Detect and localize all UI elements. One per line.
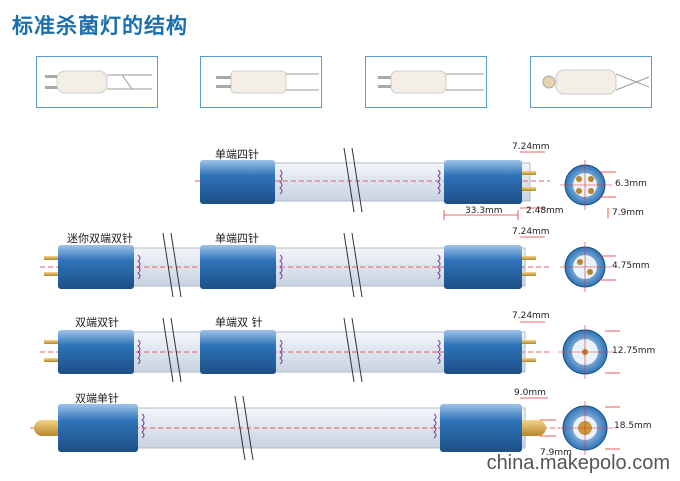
lamp-row-1 (195, 147, 616, 220)
row-1-dim-pin-gap: 2.48mm (526, 206, 564, 216)
lamp-row-4 (30, 395, 620, 461)
row-2-dim-length: 7.24mm (512, 227, 550, 237)
row-2-type-label-left: 迷你双端双针 (67, 232, 133, 245)
page-title: 标准杀菌灯的结构 (12, 14, 188, 38)
row-1-type-label: 单端四针 (215, 148, 259, 161)
row-3-dim-length: 7.24mm (512, 311, 550, 321)
watermark: china.makepolo.com (486, 452, 670, 474)
row-4-circle-dim: 18.5mm (614, 421, 652, 431)
lamp-row-2 (40, 232, 616, 298)
row-2-type-label: 单端四针 (215, 232, 259, 245)
row-3-type-label: 单端双 针 (215, 316, 263, 329)
row-1-dim-cap-length: 33.3mm (465, 206, 503, 216)
row-1-circle-dim-a: 6.3mm (615, 179, 647, 189)
row-1-dim-length: 7.24mm (512, 142, 550, 152)
thumbnail-1 (36, 56, 158, 108)
thumbnail-2 (200, 56, 322, 108)
row-3-type-label-left: 双端双针 (75, 316, 119, 329)
row-1-circle-dim-b: 7.9mm (612, 208, 644, 218)
row-4-dim-pin: 7.9mm (540, 448, 572, 458)
thumbnail-4 (530, 56, 652, 108)
row-3-circle-dim: 12.75mm (612, 346, 656, 356)
row-4-dim-length: 9.0mm (514, 388, 546, 398)
lamp-row-3 (40, 317, 620, 383)
row-2-circle-dim: 4.75mm (612, 261, 650, 271)
row-4-type-label-left: 双端单针 (75, 392, 119, 405)
thumbnail-3 (365, 56, 487, 108)
